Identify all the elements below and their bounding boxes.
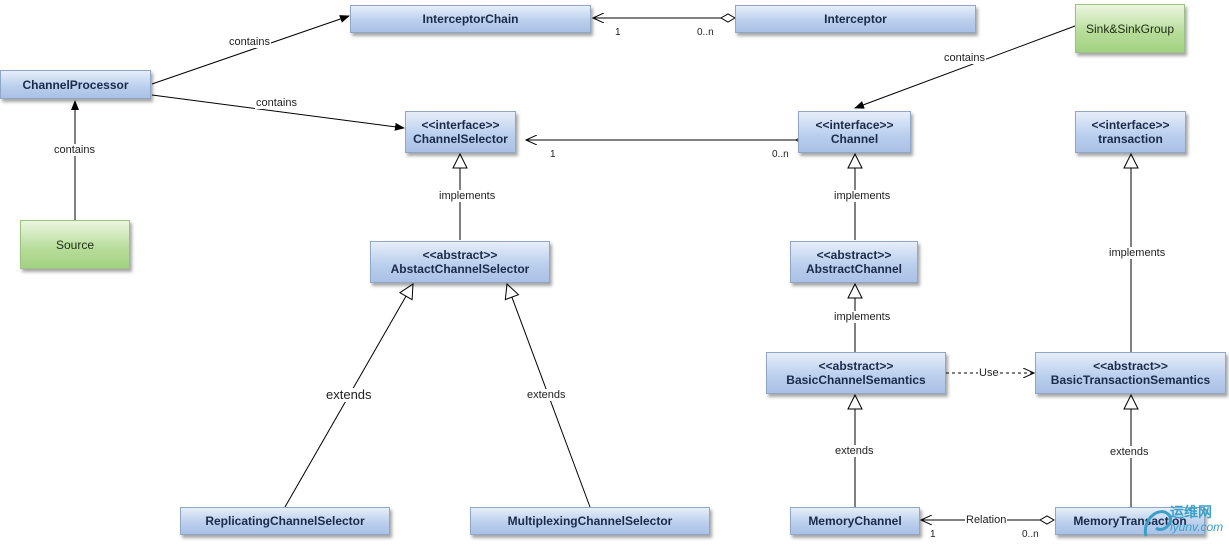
node-title: MemoryChannel <box>808 514 902 528</box>
edge-sink-channel <box>854 25 1076 109</box>
node-channel-processor[interactable]: ChannelProcessor <box>0 70 151 99</box>
node-interceptor-chain[interactable]: InterceptorChain <box>350 5 591 33</box>
node-transaction[interactable]: <<interface>> transaction <box>1075 111 1186 153</box>
edge-processor-selector <box>151 94 405 131</box>
node-source[interactable]: Source <box>20 220 130 269</box>
label-use: Use <box>978 367 1000 379</box>
node-interceptor[interactable]: Interceptor <box>735 5 976 33</box>
node-stereotype: <<interface>> <box>421 118 500 132</box>
node-title: Interceptor <box>824 12 887 26</box>
node-replicating-selector[interactable]: ReplicatingChannelSelector <box>180 507 390 535</box>
node-title: AbstactChannelSelector <box>390 262 530 276</box>
node-stereotype: <<abstract>> <box>1093 359 1168 373</box>
mult-chain-one: 1 <box>615 27 621 38</box>
node-memory-transaction[interactable]: MemoryTransaction <box>1055 507 1205 535</box>
mult-relation-one: 1 <box>930 529 936 540</box>
label-extends-multiplexing: extends <box>526 389 567 401</box>
node-title: MultiplexingChannelSelector <box>507 514 673 528</box>
node-title: transaction <box>1098 132 1163 146</box>
node-stereotype: <<abstract>> <box>422 248 498 262</box>
node-basic-transaction-semantics[interactable]: <<abstract>> BasicTransactionSemantics <box>1035 352 1226 394</box>
mult-selector-zero-n: 0..n <box>772 149 789 160</box>
node-multiplexing-selector[interactable]: MultiplexingChannelSelector <box>470 507 710 535</box>
node-stereotype: <<interface>> <box>815 118 894 132</box>
watermark-sub: iyunv.com <box>1170 520 1224 534</box>
label-implements-abstract-channel: implements <box>833 311 892 323</box>
node-title: AbstractChannel <box>805 262 903 276</box>
node-title: Sink&SinkGroup <box>1085 21 1175 36</box>
label-extends-memory-transaction: extends <box>1109 446 1150 458</box>
node-title: BasicChannelSemantics <box>786 373 926 387</box>
node-channel[interactable]: <<interface>> Channel <box>798 111 911 153</box>
node-title: ChannelProcessor <box>22 77 129 92</box>
edge-processor-interceptorchain <box>151 15 350 85</box>
node-stereotype: <<abstract>> <box>818 359 894 373</box>
label-implements-transaction: implements <box>1108 247 1167 259</box>
label-extends-memory-channel: extends <box>834 445 875 457</box>
label-extends-replicating: extends <box>325 387 373 402</box>
node-title: Channel <box>830 132 879 146</box>
node-abstract-channel-selector[interactable]: <<abstract>> AbstactChannelSelector <box>370 241 550 283</box>
node-channel-selector[interactable]: <<interface>> ChannelSelector <box>405 111 516 153</box>
node-title: ChannelSelector <box>413 132 508 146</box>
node-title: MemoryTransaction <box>1073 514 1187 528</box>
node-title: BasicTransactionSemantics <box>1050 373 1211 387</box>
node-memory-channel[interactable]: MemoryChannel <box>790 507 920 535</box>
node-sink-group[interactable]: Sink&SinkGroup <box>1075 4 1185 53</box>
node-title: InterceptorChain <box>422 12 519 26</box>
mult-selector-one: 1 <box>550 149 556 160</box>
label-implements-channel: implements <box>833 190 892 202</box>
label-contains-interceptorchain: contains <box>228 36 271 48</box>
label-contains-sink: contains <box>943 52 986 64</box>
watermark-text: 运维网 <box>1170 504 1212 520</box>
mult-chain-zero-n: 0..n <box>697 27 714 38</box>
node-stereotype: <<abstract>> <box>816 248 892 262</box>
node-title: ReplicatingChannelSelector <box>205 514 365 528</box>
label-relation: Relation <box>965 514 1008 526</box>
node-title: Source <box>55 237 95 252</box>
mult-relation-zero-n: 0..n <box>1022 529 1039 540</box>
label-contains-selector: contains <box>255 97 298 109</box>
label-implements-selector: implements <box>438 190 497 202</box>
node-stereotype: <<interface>> <box>1091 118 1170 132</box>
node-abstract-channel[interactable]: <<abstract>> AbstractChannel <box>790 241 918 283</box>
label-contains-source: contains <box>53 144 96 156</box>
node-basic-channel-semantics[interactable]: <<abstract>> BasicChannelSemantics <box>766 352 946 394</box>
watermark-swirl-icon <box>1143 510 1173 537</box>
